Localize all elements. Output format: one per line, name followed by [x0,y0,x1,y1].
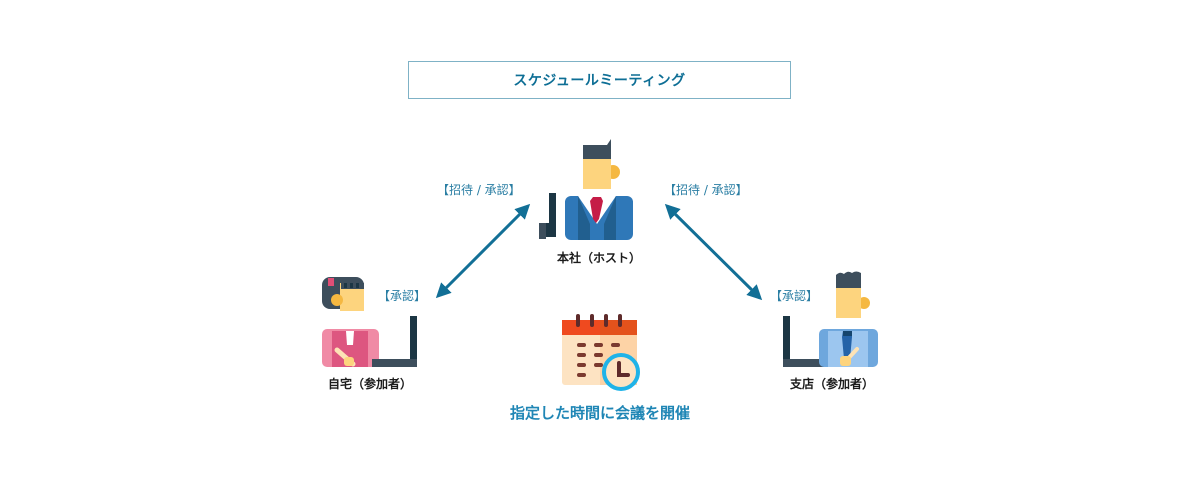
arrow-host-branch [664,203,763,301]
tag-approve-home: 【承認】 [378,289,427,303]
diagram-title: スケジュールミーティング [408,61,791,99]
tag-approve-branch: 【承認】 [770,289,819,303]
host-person-icon [539,139,633,240]
meeting-caption: 指定した時間に会議を開催 [509,404,691,422]
arrow-host-home [435,203,531,299]
node-label-home: 自宅（参加者） [327,377,413,391]
node-label-host: 本社（ホスト） [556,251,642,265]
home-person-icon [322,277,417,367]
node-label-branch: 支店（参加者） [789,377,875,391]
calendar-clock-icon [562,314,640,391]
branch-person-icon [783,271,878,367]
tag-invite-approve-right: 【招待 / 承認】 [664,183,748,197]
tag-invite-approve-left: 【招待 / 承認】 [437,183,521,197]
